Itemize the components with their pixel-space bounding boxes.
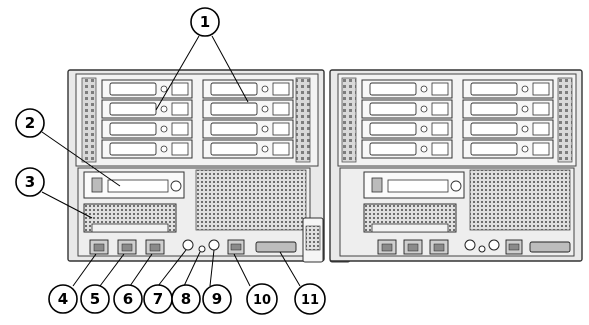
callout-6: 6 bbox=[113, 284, 143, 314]
io-ports-right-node bbox=[377, 239, 571, 255]
svg-text:6: 6 bbox=[123, 290, 133, 308]
svg-text:10: 10 bbox=[253, 293, 271, 308]
callout-10: 10 bbox=[246, 283, 278, 315]
io-ports-left-node bbox=[89, 239, 297, 255]
callout-5: 5 bbox=[80, 284, 110, 314]
svg-text:3: 3 bbox=[25, 173, 35, 191]
callout-8: 8 bbox=[171, 284, 201, 314]
svg-text:9: 9 bbox=[212, 290, 222, 308]
svg-text:4: 4 bbox=[58, 290, 68, 308]
power-button bbox=[208, 239, 220, 251]
callout-11: 11 bbox=[294, 283, 326, 315]
callout-4: 4 bbox=[48, 284, 78, 314]
callout-1: 1 bbox=[190, 7, 220, 37]
left-side-vent bbox=[81, 77, 97, 163]
callout-7: 7 bbox=[143, 284, 173, 314]
callout-2: 2 bbox=[15, 108, 45, 138]
callout-9: 9 bbox=[202, 284, 232, 314]
media-tray-right bbox=[363, 171, 465, 199]
right-side-vent bbox=[295, 77, 311, 163]
leader-lines bbox=[41, 35, 301, 287]
svg-text:1: 1 bbox=[200, 13, 210, 31]
svg-text:7: 7 bbox=[153, 290, 163, 308]
front-vent-grille bbox=[195, 169, 307, 231]
video-connector bbox=[255, 241, 297, 253]
server-node-left bbox=[67, 69, 325, 262]
media-tray bbox=[83, 171, 185, 199]
drive-bays-right-node-a bbox=[361, 79, 453, 159]
health-led bbox=[198, 245, 206, 253]
svg-text:8: 8 bbox=[181, 290, 191, 308]
drive-bays-right-node-b bbox=[462, 79, 554, 159]
drive-bays-left-column bbox=[101, 79, 193, 159]
svg-text:5: 5 bbox=[90, 290, 100, 308]
svg-text:11: 11 bbox=[301, 293, 319, 308]
drive-bays-right-column bbox=[202, 79, 294, 159]
uid-button bbox=[182, 239, 194, 251]
module-bay bbox=[83, 203, 177, 233]
svg-text:2: 2 bbox=[25, 114, 35, 132]
server-node-right bbox=[329, 69, 583, 262]
callout-3: 3 bbox=[15, 167, 45, 197]
